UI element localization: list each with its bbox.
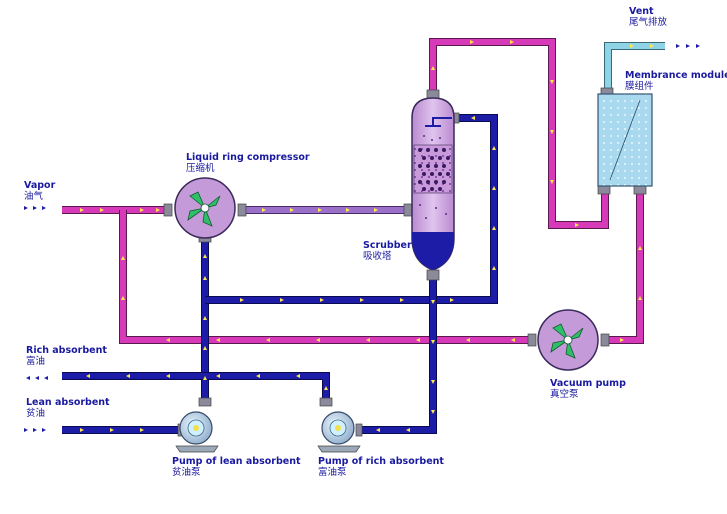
vacuum-pump-label-en: Vacuum pump [550,378,626,389]
rich-absorbent-label-zh: 富油 [26,356,46,367]
vapor-return-pipe [119,210,530,344]
scrubber-to-membrane-pipe [429,38,609,229]
vapor-label: Vapor 油气 [24,180,55,202]
arrows-vapor-label [24,206,46,210]
vapor-pipes [62,38,644,344]
rich-absorbent-label: Rich absorbent 富油 [26,345,107,367]
vent-label: Vent 尾气排放 [629,6,667,28]
scrubber-label-en: Scrubber [363,240,412,251]
rich-outlet-pipe [62,372,330,400]
compressor-label: Liquid ring compressor 压缩机 [186,152,310,174]
vacuum-to-membrane-pipe [605,192,644,344]
liquid-ring-compressor [163,177,247,243]
arrows-vapor-inlet [80,208,160,212]
scrubber-tower [403,89,460,281]
membrane-label: Membrance modules 膜组件 [625,70,727,92]
compressor-label-en: Liquid ring compressor [186,152,310,163]
lean-pump-label: Pump of lean absorbent 贫油泵 [172,456,301,478]
scrubber-droplets [419,135,447,219]
rich-absorbent-label-en: Rich absorbent [26,345,107,356]
membrane-modules [597,87,653,195]
rich-absorbent-pump [317,397,363,453]
rich-pump-label: Pump of rich absorbent 富油泵 [318,456,444,478]
vent-pipe [604,42,665,90]
vent-label-en: Vent [629,6,654,17]
lean-absorbent-label-zh: 贫油 [26,408,46,419]
arrows-rich-outlet [86,374,328,390]
arrows-lean-scrubber [240,116,496,302]
membrane-label-zh: 膜组件 [625,81,654,92]
arrows-rich-label [26,376,48,380]
membrane-label-en: Membrance modules [625,70,727,81]
compressor-label-zh: 压缩机 [186,163,215,174]
arrows-compressed [262,208,378,212]
vent-label-zh: 尾气排放 [629,17,668,28]
vacuum-pump-label-zh: 真空泵 [550,389,579,400]
vapor-label-zh: 油气 [24,191,44,202]
scrubber-label: Scrubber 吸收塔 [363,240,412,262]
flow-arrows [24,40,700,432]
vacuum-impeller-icon [550,323,584,359]
lean-pump-label-zh: 贫油泵 [172,467,201,478]
arrows-vent [630,44,700,48]
compressor-impeller-icon [187,191,221,227]
rich-pump-label-zh: 富油泵 [318,467,347,478]
rich-pump-label-en: Pump of rich absorbent [318,456,444,467]
scrubber-label-zh: 吸收塔 [363,251,392,262]
arrows-lean-riser [203,254,207,380]
arrows-scrubber-top [431,40,642,342]
lean-absorbent-label: Lean absorbent 贫油 [26,397,110,419]
arrows-lean-inlet [80,428,144,432]
arrows-scrubber-bottom [376,300,435,432]
vacuum-pump-label: Vacuum pump 真空泵 [550,378,626,400]
scrubber-to-rich-pump-pipe [360,280,437,434]
vacuum-pump [527,309,610,371]
arrows-lean-label [24,428,46,432]
vapor-label-en: Vapor [24,180,56,191]
lean-absorbent-label-en: Lean absorbent [26,397,110,408]
lean-absorbent-pump [175,397,219,453]
lean-pump-label-en: Pump of lean absorbent [172,456,301,467]
liquid-pipes [62,114,498,434]
arrows-return-line [121,256,515,342]
scrubber-packing [418,148,450,191]
